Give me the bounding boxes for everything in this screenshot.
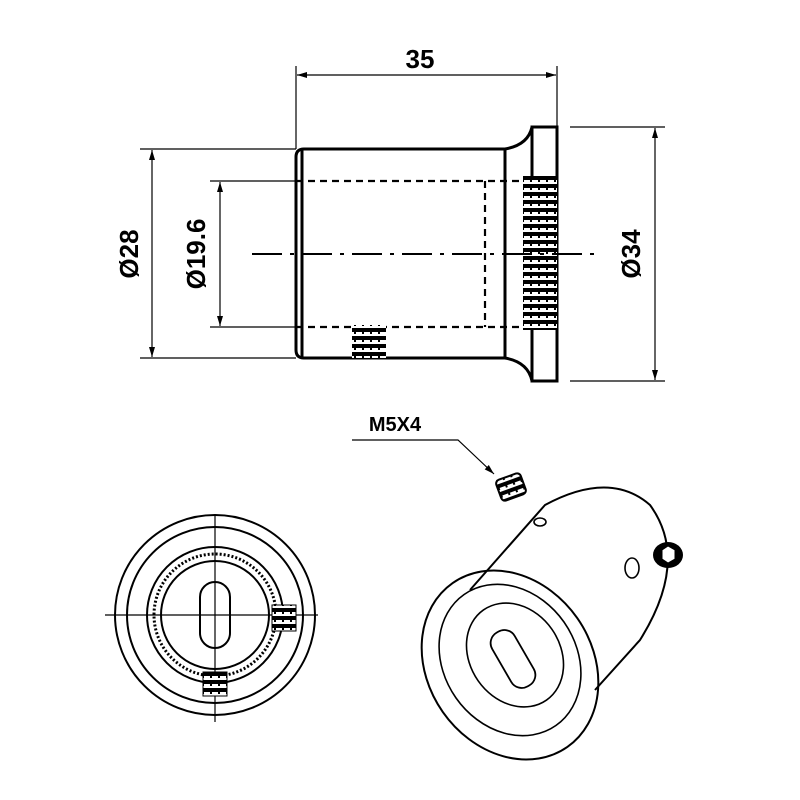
dimension-length: 35 (406, 44, 435, 74)
set-screw-callout: M5X4 (352, 414, 495, 475)
key-slot-iso (489, 629, 537, 689)
isometric-view (420, 472, 683, 761)
front-flange (420, 569, 600, 761)
body-outline (294, 147, 507, 360)
cylinder-body (469, 486, 669, 691)
dimension-flange-diameter: Ø34 (616, 229, 646, 279)
end-view (105, 514, 318, 722)
set-screw-section (352, 325, 386, 358)
set-screw-right (271, 604, 297, 632)
dimension-bore-diameter: Ø19.6 (181, 219, 211, 290)
installed-set-screw (653, 542, 683, 568)
side-view: 35 Ø28 Ø19.6 Ø34 (114, 44, 665, 383)
bore-hidden-lines (296, 179, 523, 329)
dimension-body-diameter: Ø28 (114, 229, 144, 278)
loose-set-screw (495, 472, 527, 502)
side-hole (624, 557, 640, 579)
set-screw-bottom (202, 671, 228, 697)
set-screw-label: M5X4 (369, 414, 422, 436)
